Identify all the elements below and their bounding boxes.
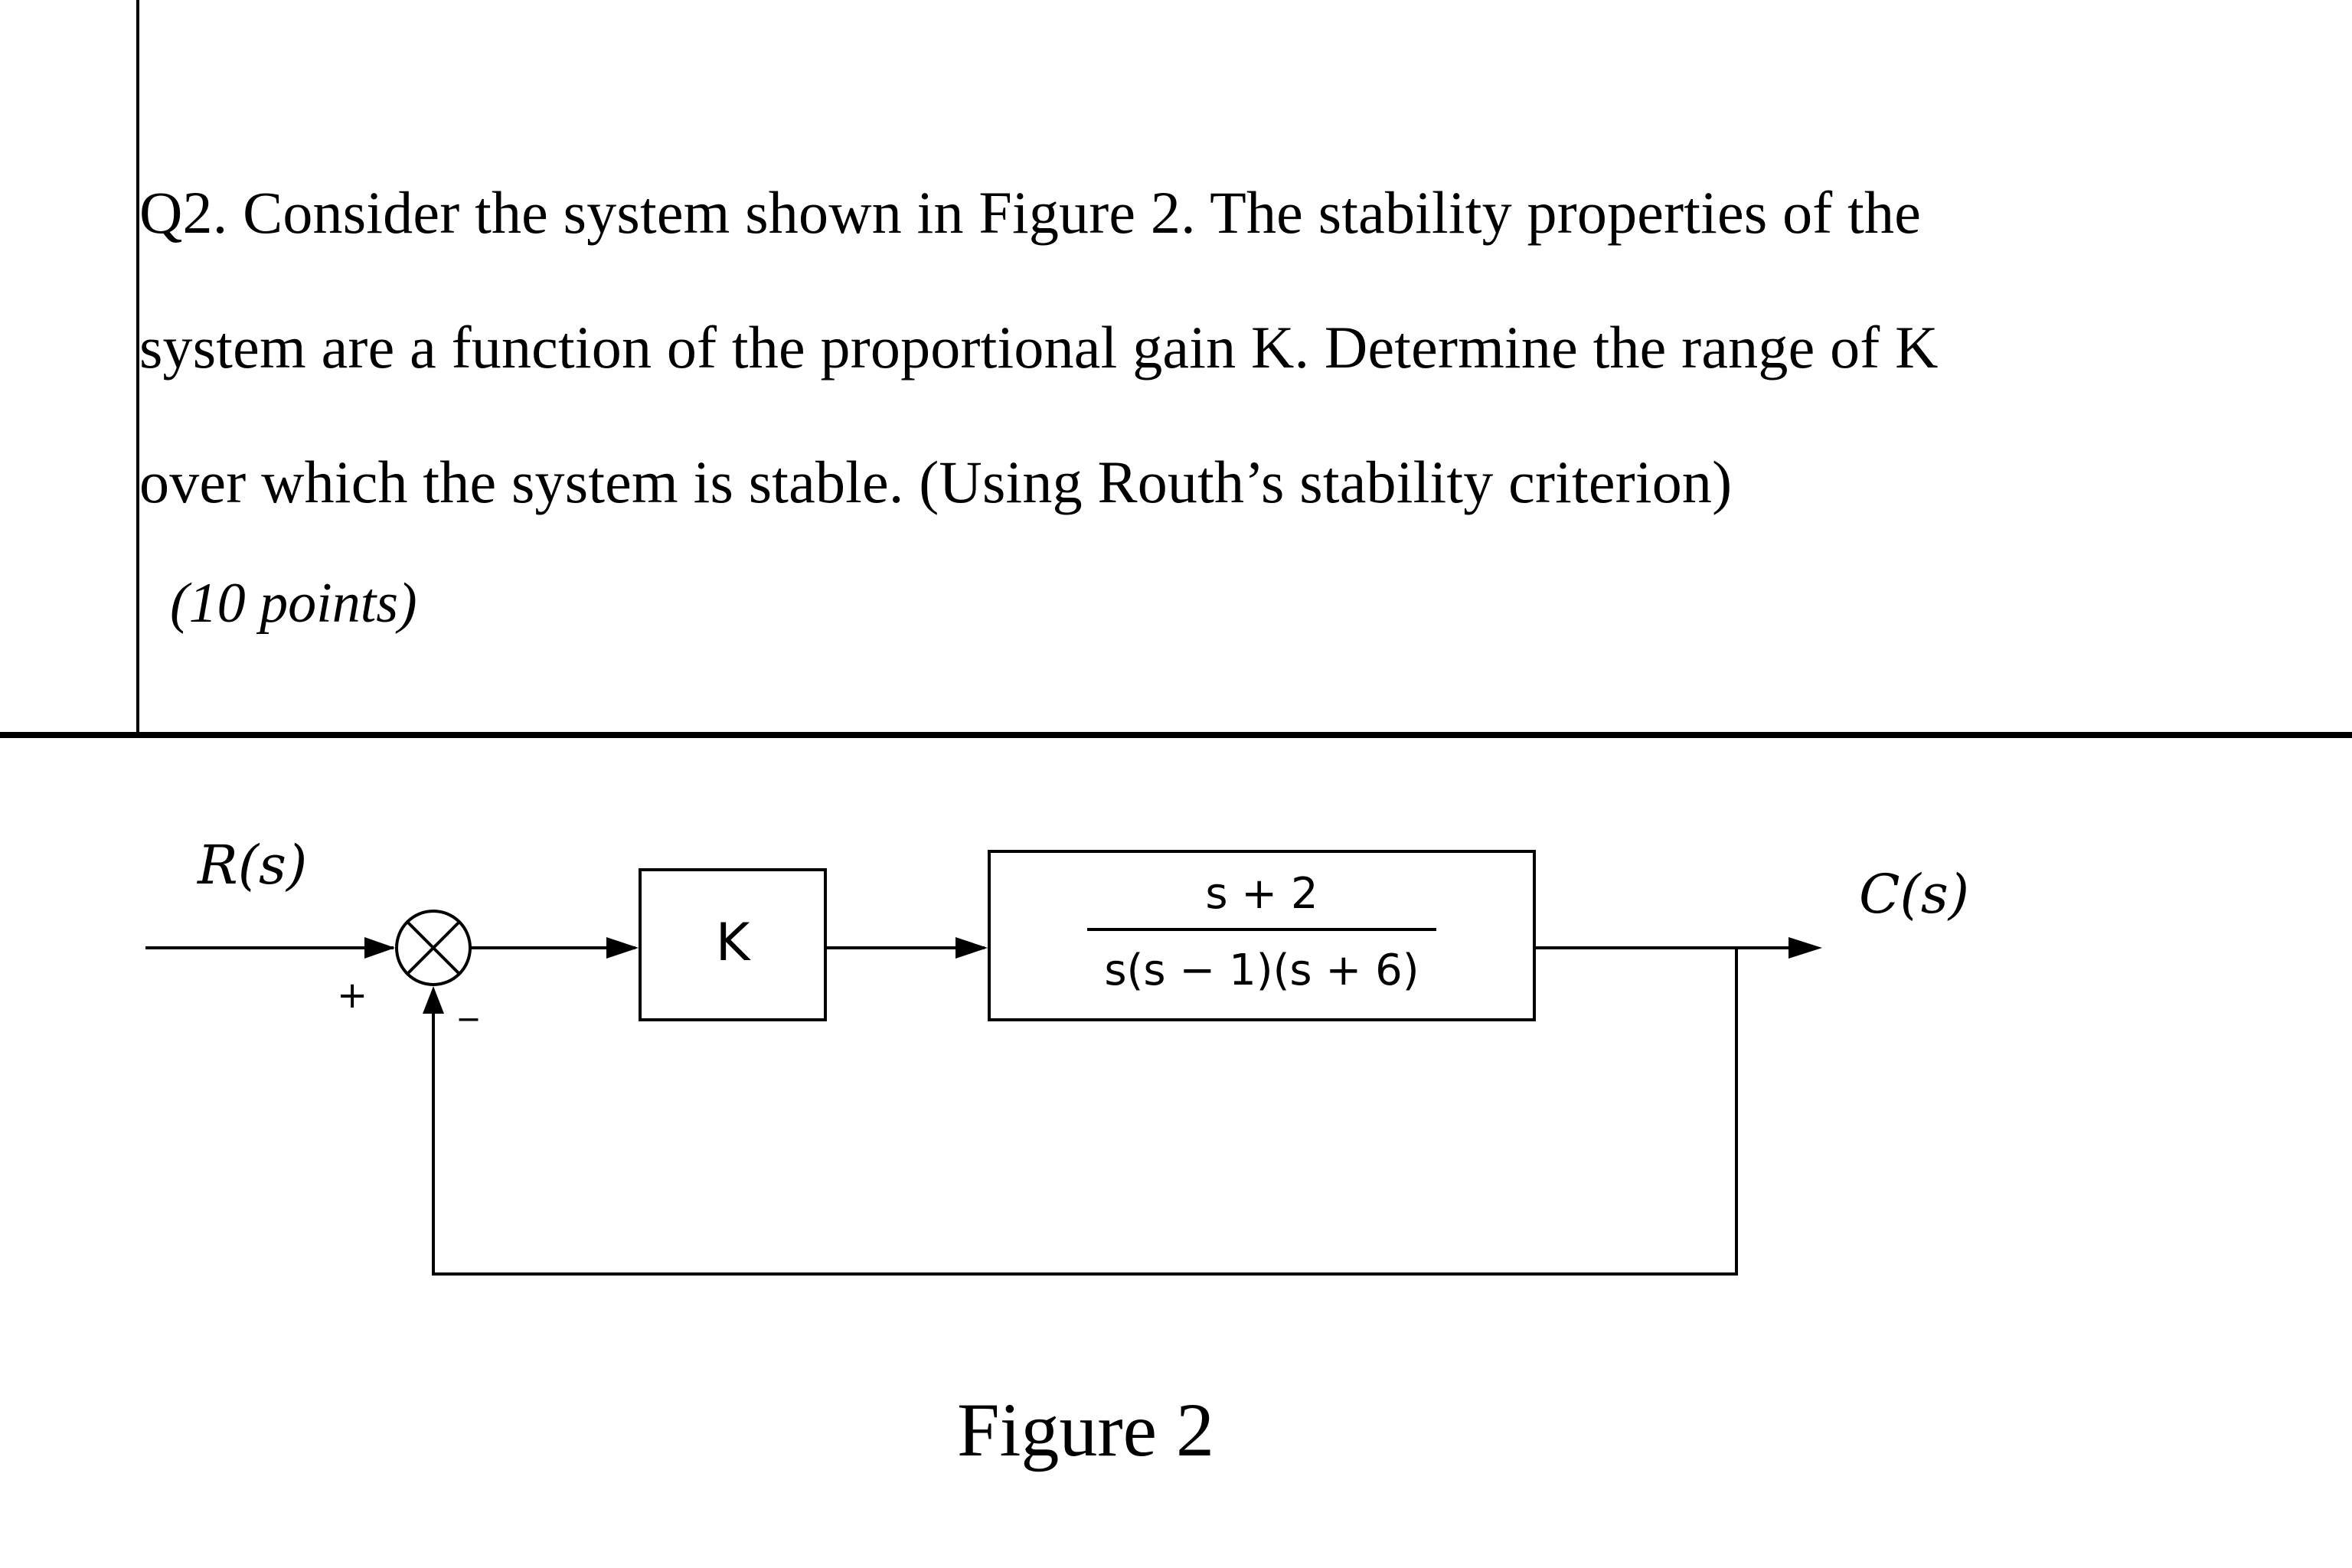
plus-sign: + (337, 974, 368, 1017)
error-arrow (606, 937, 639, 959)
plant-denominator: s(s − 1)(s + 6) (1104, 946, 1419, 995)
gain-block (639, 868, 827, 1021)
figure-caption-text: Figure 2 (956, 1387, 1215, 1472)
output-arrow (1788, 937, 1822, 959)
section-divider (0, 732, 2352, 738)
question-line-1: Q2. Consider the system shown in Figure … (139, 179, 1922, 246)
feedback-path (432, 948, 1738, 1276)
question-line-3: over which the system is stable. (Using … (139, 449, 1733, 515)
summing-junction (395, 910, 472, 986)
output-label: C(s) (1859, 863, 1969, 926)
input-arrow (364, 937, 395, 959)
feedback-arrow (423, 986, 444, 1014)
question-line-2: system are a function of the proportiona… (139, 314, 1939, 381)
points-label: (10 points) (170, 572, 417, 635)
input-label: R(s) (196, 834, 307, 897)
figure-caption: Figure 2 (0, 1386, 2352, 1474)
question-text: Q2. Consider the system shown in Figure … (139, 145, 2207, 550)
control-arrow (956, 937, 988, 959)
minus-sign: _ (459, 978, 479, 1021)
gain-block-label: K (716, 913, 752, 973)
plant-numerator: s + 2 (1205, 869, 1318, 919)
margin-rule (136, 0, 139, 735)
plant-block (988, 850, 1536, 1021)
